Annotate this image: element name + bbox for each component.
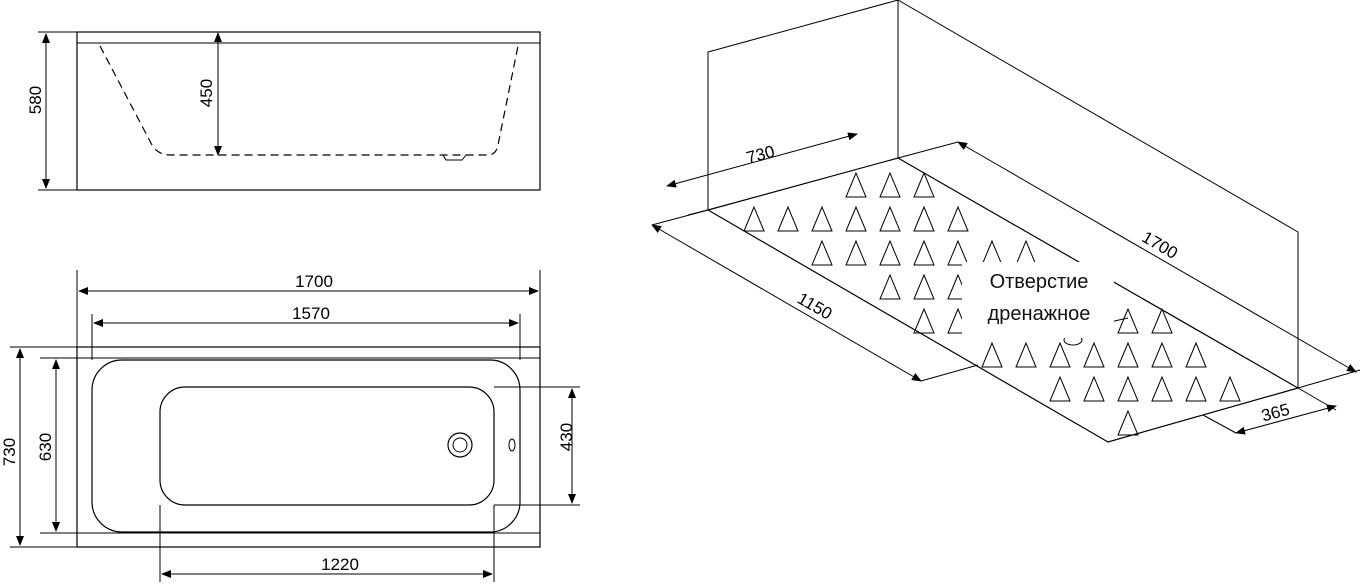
ext-line (920, 364, 979, 382)
top-view-outline (76, 346, 541, 548)
floor-pattern-triangle (1117, 375, 1139, 402)
ext-line (1297, 387, 1337, 411)
side-view: 580 450 (26, 31, 541, 191)
floor-pattern-triangle (811, 205, 833, 232)
top-view-bowl (159, 386, 495, 506)
ext-line (651, 209, 709, 226)
floor-pattern-triangle (879, 239, 901, 266)
floor-pattern-triangle (1117, 341, 1139, 368)
iso-wall-back (707, 0, 899, 210)
ext-line (1202, 414, 1237, 434)
floor-pattern-triangle (1015, 239, 1037, 266)
dimension-iso-1700: 1700 (1139, 228, 1181, 263)
iso-view: 730 1700 1150 365 Отверстие дренажное (651, 0, 1361, 443)
floor-pattern-triangle (777, 205, 799, 232)
floor-pattern-triangle (913, 239, 935, 266)
side-view-outline (76, 31, 541, 191)
floor-pattern-triangle (1151, 341, 1173, 368)
top-view-rim (91, 359, 521, 533)
overflow-icon (508, 438, 516, 452)
dimension-iso-730-line (666, 132, 858, 188)
dimension-1220: 1220 (321, 555, 359, 574)
floor-pattern-triangle (913, 307, 935, 334)
dimension-450: 450 (197, 79, 216, 107)
floor-pattern-triangle (947, 239, 969, 266)
floor-pattern-triangle (1049, 341, 1071, 368)
floor-pattern-triangle (913, 273, 935, 300)
floor-pattern-triangle (981, 239, 1003, 266)
dimension-iso-365-line (1235, 404, 1337, 435)
drain-icon (447, 432, 473, 458)
dimension-iso-1700-line (957, 141, 1357, 373)
floor-pattern-triangle (811, 239, 833, 266)
dimension-580: 580 (26, 86, 45, 114)
floor-pattern-triangle (879, 273, 901, 300)
floor-pattern-triangle (1117, 307, 1139, 334)
dimension-430: 430 (557, 423, 576, 451)
floor-pattern-triangle (845, 239, 867, 266)
floor-pattern-triangle (1185, 375, 1207, 402)
floor-pattern-triangle (981, 341, 1003, 368)
drain-inner-icon (452, 437, 468, 453)
drain-label-box (962, 262, 1114, 338)
floor-pattern-triangle (1049, 375, 1071, 402)
dimension-1700: 1700 (295, 272, 333, 291)
drain-label-line1: Отверстие (990, 271, 1089, 293)
dimension-iso-730: 730 (744, 142, 776, 168)
floor-pattern-triangle (947, 205, 969, 232)
dimension-730: 730 (0, 438, 19, 466)
floor-pattern-triangle (845, 171, 867, 198)
dimension-iso-1150: 1150 (794, 289, 835, 324)
floor-pattern-triangle (1219, 375, 1241, 402)
floor-pattern-triangle (1151, 307, 1173, 334)
ext-line (897, 141, 959, 159)
dimension-iso-1150-line (651, 224, 922, 382)
floor-pattern-triangle (1083, 341, 1105, 368)
floor-pattern-triangle (1151, 375, 1173, 402)
floor-pattern-triangle (1083, 375, 1105, 402)
floor-pattern-triangle (845, 205, 867, 232)
floor-pattern-triangle (1117, 409, 1139, 436)
floor-pattern-triangle (913, 205, 935, 232)
ext-line (1297, 369, 1361, 389)
drain-label-line2: дренажное (988, 303, 1091, 325)
floor-pattern-triangle (1015, 341, 1037, 368)
floor-pattern-triangle (879, 171, 901, 198)
floor-pattern-triangle (1185, 341, 1207, 368)
floor-pattern-triangle (743, 205, 765, 232)
side-view-hidden-bowl (99, 45, 519, 156)
floor-pattern-triangle (879, 205, 901, 232)
side-view-drain (442, 154, 467, 161)
dimension-1570: 1570 (292, 304, 330, 323)
dimension-iso-365: 365 (1259, 400, 1291, 426)
dimension-630: 630 (36, 433, 55, 461)
floor-pattern-triangle (913, 171, 935, 198)
top-view: 1700 1570 730 630 430 1220 (0, 270, 580, 582)
